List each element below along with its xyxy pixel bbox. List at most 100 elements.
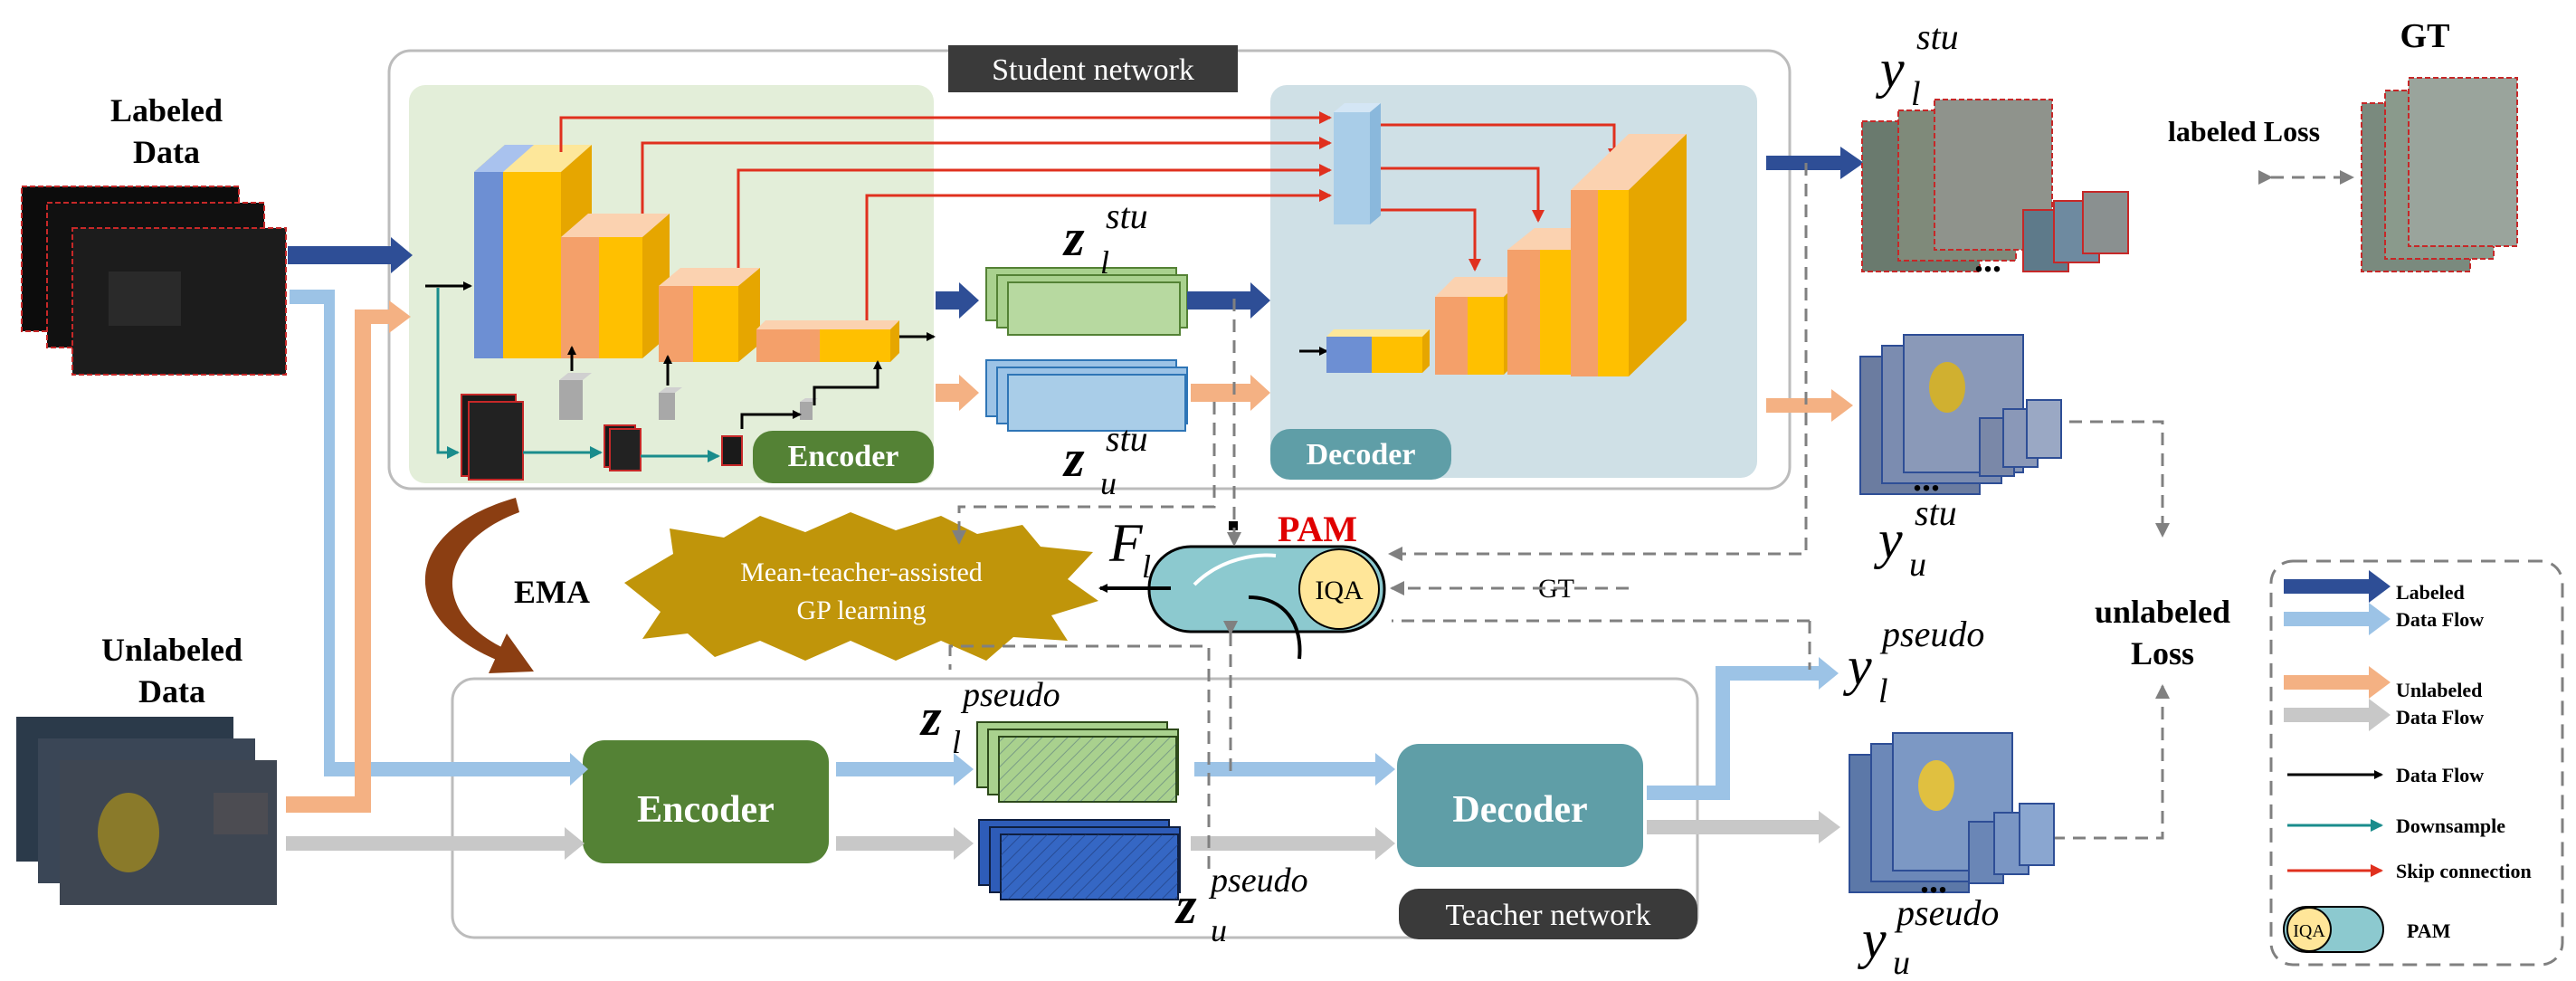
y-u-pseudo-images (1849, 732, 2055, 893)
gt-images (2361, 77, 2518, 272)
svg-text:z: z (1062, 429, 1085, 488)
svg-text:IQA: IQA (2293, 921, 2325, 941)
svg-text:z: z (919, 688, 942, 747)
svg-text:Unlabeled: Unlabeled (101, 632, 242, 668)
unlabeled-flow-arrows (286, 300, 1853, 813)
svg-text:Data Flow: Data Flow (2396, 706, 2484, 729)
teacher-title-badge (1399, 889, 1697, 939)
svg-text:...: ... (1913, 458, 1940, 499)
encoder-block-2 (561, 214, 670, 358)
gp-learning-burst: Mean-teacher-assisted GP learning (624, 512, 1098, 661)
svg-text:Labeled: Labeled (2396, 581, 2465, 604)
skip-connections (559, 111, 1621, 320)
svg-text:Data Flow: Data Flow (2396, 764, 2484, 786)
svg-text:l: l (1142, 548, 1151, 585)
student-encoder-label: Encoder (788, 440, 899, 473)
z-l-pseudo-label: z l pseudo (919, 676, 1060, 760)
svg-text:u: u (1893, 944, 1910, 976)
svg-text:Data: Data (138, 673, 205, 710)
teacher-network: Teacher network Encoder Decoder (451, 677, 1699, 939)
decoder-block-2 (1326, 329, 1430, 373)
teacher-decoder[interactable] (1397, 744, 1643, 867)
teacher-encoder-label: Encoder (637, 789, 775, 831)
svg-text:u: u (1909, 546, 1926, 584)
svg-text:PAM: PAM (2407, 919, 2451, 942)
unlabeled-loss-line1: unlabeled (2095, 594, 2230, 630)
z-l-stu-label: z l stu (1062, 195, 1148, 281)
svg-text:Data: Data (133, 134, 200, 170)
svg-text:Downsample: Downsample (2396, 814, 2505, 837)
z-u-stu-stack (985, 359, 1188, 432)
decoder-block-1 (1334, 103, 1381, 224)
svg-text:F: F (1108, 513, 1144, 573)
teacher-title: Teacher network (1446, 899, 1651, 932)
svg-text:Skip connection: Skip connection (2396, 860, 2532, 882)
y-u-stu-label: y u stu ... (1873, 458, 1957, 584)
svg-text:u: u (1211, 912, 1227, 948)
svg-text:stu: stu (1916, 16, 1959, 57)
svg-text:...: ... (1920, 860, 1947, 900)
svg-text:Unlabeled: Unlabeled (2396, 679, 2482, 701)
svg-text:pseudo: pseudo (1208, 862, 1308, 900)
z-u-pseudo-label: z u pseudo (1174, 862, 1308, 948)
svg-text:l: l (952, 724, 961, 760)
labeled-flow-arrows (288, 147, 1864, 319)
student-decoder-label: Decoder (1307, 438, 1416, 471)
downsample-arrows (436, 288, 720, 462)
ema-arrow: EMA (424, 498, 590, 673)
f-l-label: F l (1108, 513, 1151, 585)
svg-text:y: y (1842, 636, 1872, 696)
svg-text:stu: stu (1106, 418, 1148, 459)
student-network: Student network Encoder Decoder (387, 45, 1792, 490)
svg-text:Labeled: Labeled (110, 92, 223, 129)
svg-text:z: z (1174, 876, 1197, 935)
svg-text:pseudo: pseudo (1879, 614, 1984, 654)
svg-text:u: u (1100, 465, 1117, 501)
gray-feature-cubes (559, 373, 818, 420)
gt-label: GT (2400, 17, 2450, 55)
svg-text:l: l (1878, 672, 1888, 710)
y-l-pseudo-label: y l pseudo (1842, 614, 1984, 710)
light-blue-flow-arrows (290, 290, 1839, 800)
encoder-data-flow (425, 281, 1332, 429)
student-title-badge (948, 45, 1238, 92)
svg-text:y: y (1857, 910, 1887, 969)
unlabeled-loss-line2: Loss (2131, 635, 2194, 671)
svg-text:l: l (1100, 244, 1109, 281)
svg-text:Mean-teacher-assisted: Mean-teacher-assisted (740, 557, 983, 587)
pam-module[interactable]: PAM IQA (1098, 509, 1386, 660)
z-u-stu-label: z u stu (1062, 418, 1148, 501)
dashed-connectors (948, 163, 2354, 869)
z-u-pseudo-stack (978, 819, 1181, 900)
svg-text:...: ... (1974, 239, 2001, 280)
z-l-stu-stack (985, 267, 1188, 336)
svg-text:pseudo: pseudo (1894, 892, 1999, 933)
decoder-block-5 (1571, 134, 1687, 376)
z-l-pseudo-stack (976, 721, 1179, 803)
legend: Labeled Data Flow Unlabeled Data Flow Da… (2269, 559, 2564, 967)
labeled-data: Labeled Data (21, 92, 287, 376)
teacher-decoder-label: Decoder (1452, 789, 1587, 831)
labeled-loss-label: labeled Loss (2168, 115, 2320, 148)
svg-text:z: z (1062, 208, 1085, 267)
svg-text:pseudo: pseudo (960, 676, 1060, 714)
student-encoder-badge (753, 431, 934, 483)
teacher-encoder[interactable] (583, 740, 829, 863)
y-u-stu-images (1859, 334, 2062, 495)
teacher-frame (451, 677, 1699, 939)
svg-text:l: l (1911, 75, 1921, 113)
svg-text:stu: stu (1915, 492, 1957, 533)
svg-text:GP learning: GP learning (796, 595, 926, 625)
svg-text:y: y (1873, 510, 1903, 569)
svg-text:Data Flow: Data Flow (2396, 608, 2484, 631)
downsample-images (461, 394, 743, 481)
svg-text:stu: stu (1106, 195, 1148, 236)
pam-label: PAM (1278, 509, 1357, 549)
encoder-block-3 (659, 268, 760, 362)
student-decoder-badge (1270, 429, 1451, 480)
y-l-stu-images (1861, 99, 2129, 272)
y-u-pseudo-label: y u pseudo ... (1857, 860, 1999, 981)
student-title: Student network (992, 53, 1194, 87)
encoder-block-4 (756, 320, 899, 362)
